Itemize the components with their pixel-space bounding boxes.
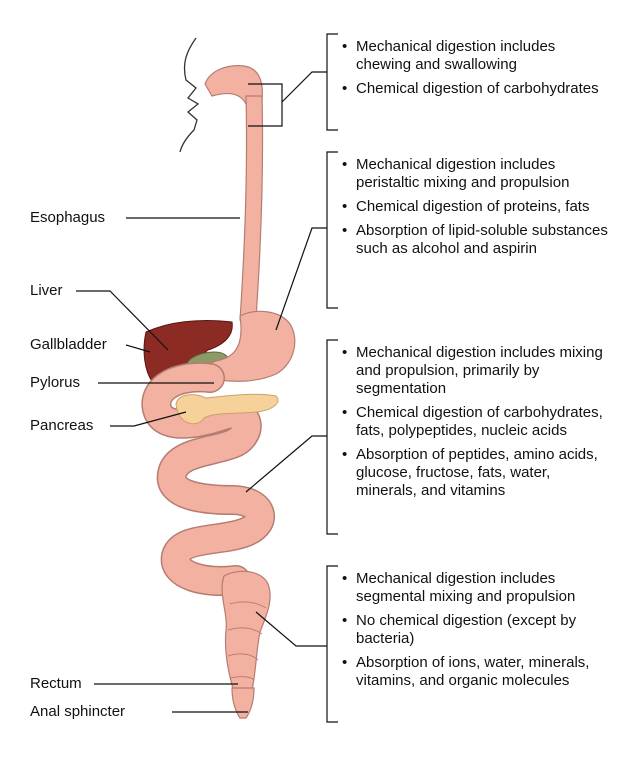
- face-profile: [179, 37, 200, 153]
- note-small-intestine-item: Chemical digestion of carbohydrates, fat…: [342, 404, 612, 440]
- rectum: [231, 687, 255, 719]
- note-mouth-item: Chemical digestion of carbohydrates: [342, 80, 612, 98]
- note-mouth-item: Mechanical digestion includes chewing an…: [342, 38, 612, 74]
- label-liver: Liver: [30, 282, 63, 299]
- pancreas: [175, 393, 279, 425]
- stomach: [205, 310, 296, 382]
- note-stomach-item: Absorption of lipid-soluble substances s…: [342, 222, 612, 258]
- label-anal-sphincter: Anal sphincter: [30, 703, 126, 720]
- note-stomach-item: Mechanical digestion includes peristalti…: [342, 156, 612, 192]
- liver: [143, 320, 233, 385]
- small-intestine-fill: [142, 363, 274, 595]
- note-brackets: [245, 33, 338, 723]
- note-small-intestine-item: Absorption of peptides, amino acids, glu…: [342, 446, 612, 500]
- colon: [221, 570, 271, 693]
- note-large-intestine-item: Absorption of ions, water, minerals, vit…: [342, 654, 612, 690]
- colon-haustra: [227, 601, 267, 681]
- organ-leader-lines: [76, 217, 248, 713]
- label-gallbladder: Gallbladder: [30, 336, 107, 353]
- note-large-intestine-item: Mechanical digestion includes segmental …: [342, 570, 612, 606]
- label-rectum: Rectum: [30, 675, 82, 692]
- note-mouth: Mechanical digestion includes chewing an…: [342, 38, 612, 104]
- note-large-intestine-item: No chemical digestion (except by bacteri…: [342, 612, 612, 648]
- note-large-intestine: Mechanical digestion includes segmental …: [342, 570, 612, 696]
- label-pancreas: Pancreas: [30, 417, 94, 434]
- note-stomach: Mechanical digestion includes peristalti…: [342, 156, 612, 264]
- note-small-intestine: Mechanical digestion includes mixing and…: [342, 344, 612, 506]
- oral-cavity: [204, 65, 263, 105]
- esophagus: [239, 95, 264, 321]
- label-pylorus: Pylorus: [30, 374, 81, 391]
- note-stomach-item: Chemical digestion of proteins, fats: [342, 198, 612, 216]
- label-esophagus: Esophagus: [30, 209, 106, 226]
- note-small-intestine-item: Mechanical digestion includes mixing and…: [342, 344, 612, 398]
